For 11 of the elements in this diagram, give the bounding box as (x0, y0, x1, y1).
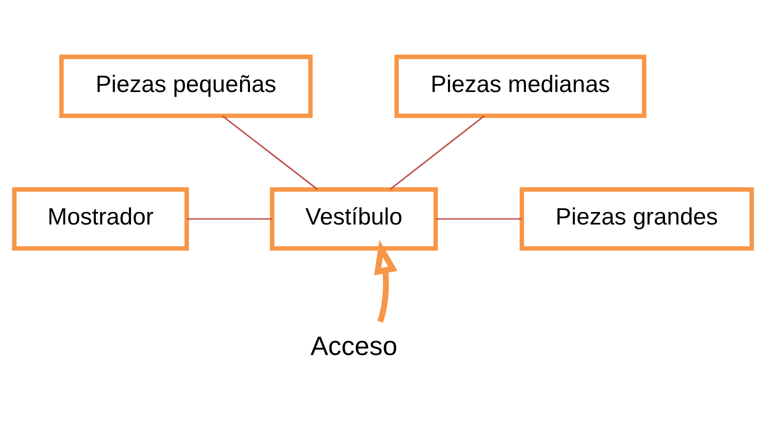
node-box: Mostrador (12, 186, 189, 250)
node-box: Vestíbulo (270, 186, 438, 250)
connector (436, 218, 522, 220)
arrow (374, 239, 398, 322)
node-box: Piezas pequeñas (59, 54, 313, 118)
node-text: Acceso (310, 330, 398, 361)
connector (187, 218, 272, 220)
node-box: Piezas medianas (394, 54, 646, 118)
node-box: Piezas grandes (520, 186, 754, 250)
connector (390, 114, 485, 190)
connector (222, 114, 318, 190)
